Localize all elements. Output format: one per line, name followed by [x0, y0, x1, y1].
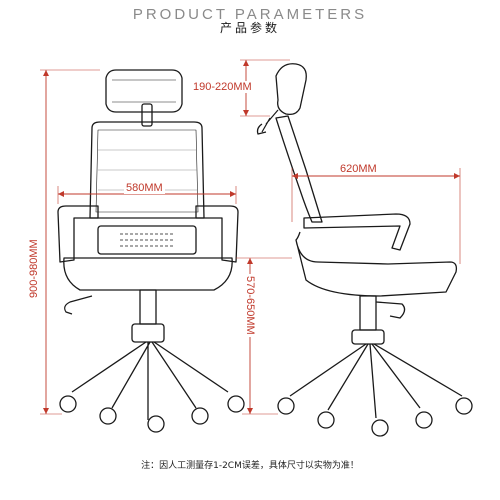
- front-left-armrest: [57, 205, 99, 263]
- front-base: [71, 341, 229, 420]
- side-base: [289, 343, 463, 419]
- label-overall-height: 900-980MM: [28, 237, 40, 300]
- title-chinese-text: 产品参数: [213, 21, 286, 35]
- label-headrest-height: 190-220MM: [192, 81, 253, 93]
- side-armrest: [303, 213, 411, 251]
- side-backrest: [275, 115, 323, 223]
- side-seat: [295, 239, 458, 297]
- front-backrest: [89, 121, 205, 219]
- title-english: PRODUCT PARAMETERS: [132, 6, 368, 23]
- front-view-chair: [57, 69, 245, 433]
- title-chinese: 产品参数: [0, 19, 500, 36]
- front-right-armrest: [195, 205, 239, 263]
- label-seat-width: 580MM: [124, 182, 165, 194]
- label-depth: 620MM: [338, 163, 379, 175]
- side-headrest: [275, 63, 307, 116]
- dimension-lines: [40, 59, 461, 415]
- front-headrest: [105, 69, 183, 113]
- front-seat: [63, 257, 233, 291]
- label-seat-height: 570-650MM: [244, 274, 256, 337]
- footnote: 注：因人工测量存1-2CM误差，具体尺寸以实物为准！: [141, 461, 359, 471]
- side-view-chair: [256, 63, 473, 437]
